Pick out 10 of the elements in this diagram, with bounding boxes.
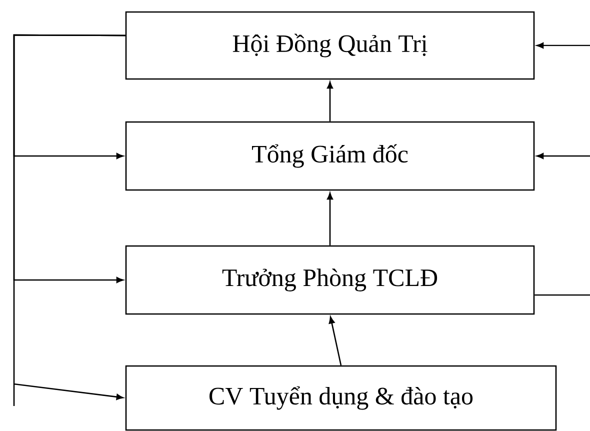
arrow xyxy=(328,316,342,366)
arrow xyxy=(536,42,590,48)
arrow xyxy=(327,82,333,122)
arrow xyxy=(13,34,126,407)
process-box: CV Tuyển dụng & đào tạo xyxy=(125,365,557,431)
arrow xyxy=(327,192,333,246)
arrow xyxy=(536,153,590,159)
process-box: Trưởng Phòng TCLĐ xyxy=(125,245,535,315)
process-box: Hội Đồng Quản Trị xyxy=(125,11,535,80)
process-box: Tổng Giám đốc xyxy=(125,121,535,191)
